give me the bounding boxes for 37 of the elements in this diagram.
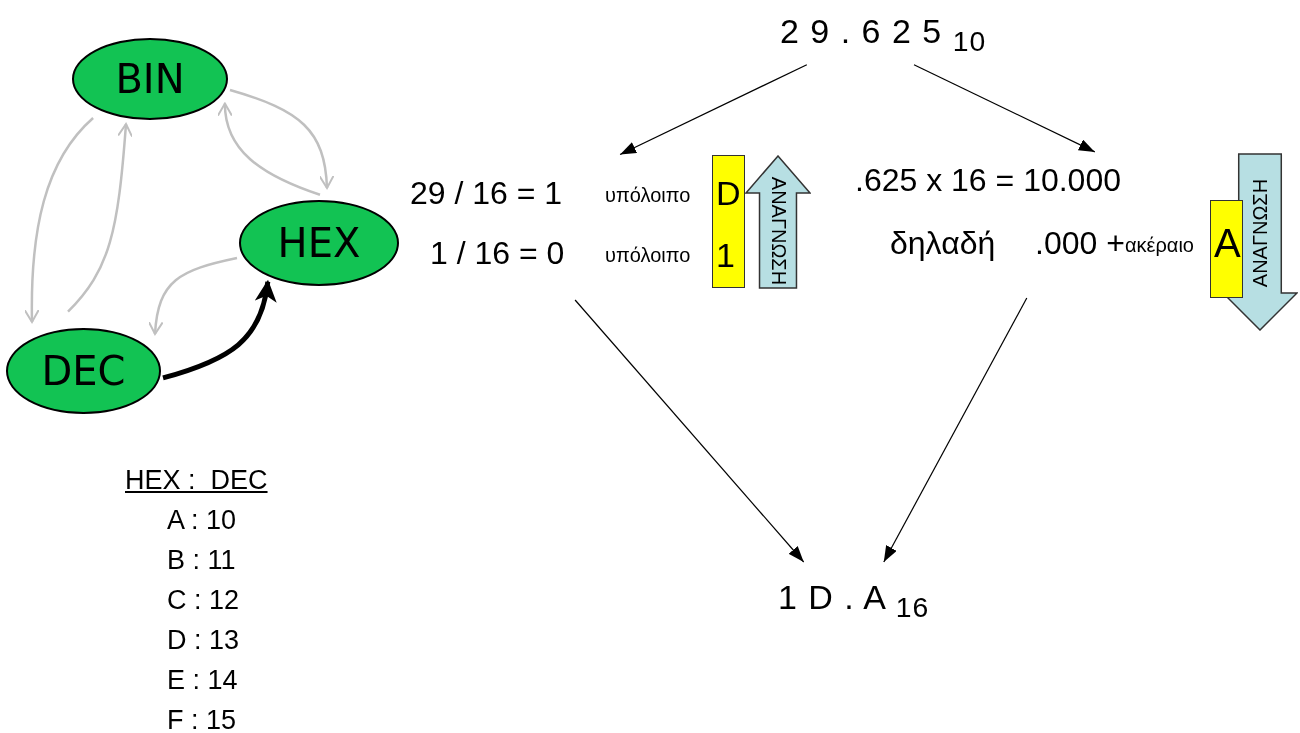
- equation-text: .000 +: [1035, 225, 1125, 262]
- equation-text: 29 / 16 = 1: [410, 175, 563, 212]
- arrow: [162, 279, 276, 381]
- equation-text: ακέραιο: [1125, 234, 1194, 257]
- table-row-text: C : 12: [167, 585, 240, 616]
- number-text: 1 D . A $_{16}$: [778, 578, 930, 624]
- table-row-text: E : 14: [167, 665, 238, 696]
- arrow: [619, 64, 808, 156]
- node-label: DEC: [41, 348, 126, 394]
- equation-text: δηλαδή: [890, 225, 996, 262]
- equation-text: 1 / 16 = 0: [430, 235, 565, 272]
- arrow: [883, 297, 1028, 563]
- node-label: HEX: [277, 220, 361, 266]
- number-text: 2 9 . 6 2 5 $_{10}$: [780, 12, 987, 58]
- digit-text: D: [716, 176, 741, 210]
- arrow: [229, 88, 335, 189]
- arrow: [148, 256, 238, 335]
- arrow-label: ΑΝΑΓΝΩΣΗ: [766, 177, 790, 286]
- arrow-label: ΑΝΑΓΝΩΣΗ: [1248, 178, 1272, 288]
- table-row-text: A : 10: [167, 505, 237, 536]
- table-row-text: D : 13: [167, 625, 240, 656]
- arrow: [67, 123, 134, 313]
- digit-text: A: [1214, 223, 1241, 263]
- arrow: [23, 117, 94, 323]
- digit-text: 1: [716, 238, 735, 272]
- highlight-bar: [1210, 200, 1243, 298]
- table-row-text: B : 11: [167, 545, 236, 576]
- node-label: BIN: [115, 56, 185, 102]
- table-row-text: F : 15: [167, 705, 237, 733]
- arrow: [217, 102, 321, 196]
- arrow: [574, 299, 805, 563]
- highlight-bar: [712, 155, 745, 288]
- equation-text: υπόλοιπο: [605, 184, 691, 207]
- arrow: [913, 64, 1096, 153]
- table-header: HEX : DEC: [125, 465, 268, 496]
- equation-text: υπόλοιπο: [605, 244, 691, 267]
- equation-text: .625 x 16 = 10.000: [855, 162, 1121, 199]
